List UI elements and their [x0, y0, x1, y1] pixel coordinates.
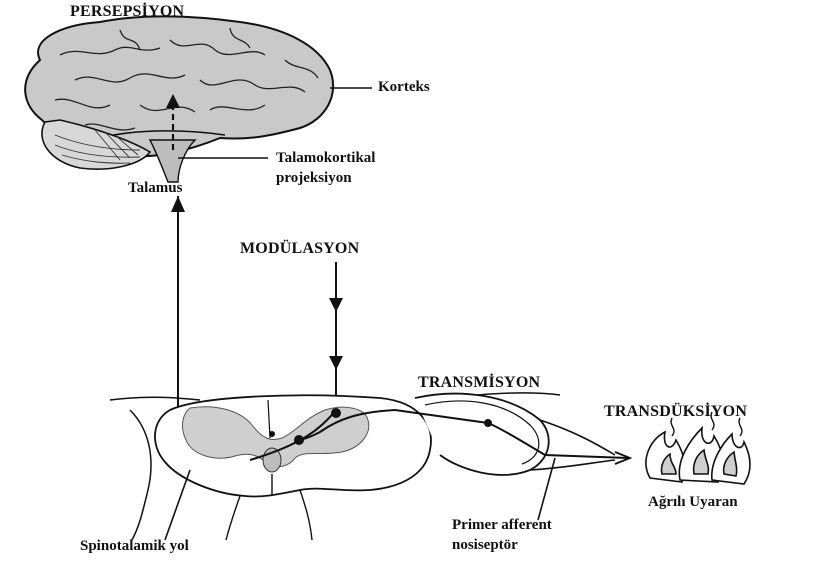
modulation-label: MODÜLASYON [240, 240, 359, 257]
transduction-label: TRANSDÜKSİYON [604, 403, 747, 420]
transmission-label: TRANSMİSYON [418, 374, 540, 391]
cortex-label: Korteks [378, 79, 430, 96]
primary-afferent-label-line2: nosiseptör [452, 537, 518, 554]
spinothalamic-label: Spinotalamik yol [80, 538, 189, 555]
thalamus-label: Talamus [128, 180, 182, 197]
thalamocortical-label-line2: projeksiyon [276, 170, 352, 187]
thalamocortical-label-line1: Talamokortikal [276, 150, 375, 167]
painful-stimulus-label: Ağrılı Uyaran [648, 494, 738, 511]
painful-stimulus-flames [646, 428, 750, 484]
primary-afferent-label-line1: Primer afferent [452, 517, 552, 534]
perception-label: PERSEPSİYON [70, 3, 184, 20]
